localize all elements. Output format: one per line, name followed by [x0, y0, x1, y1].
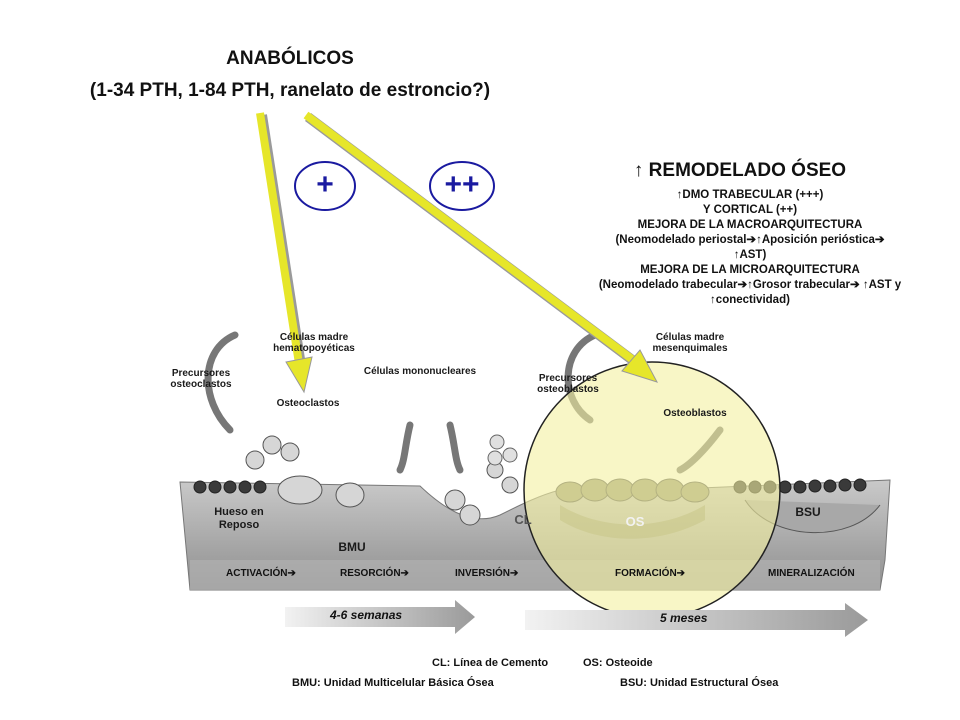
title-line-2: (1-34 PTH, 1-84 PTH, ranelato de estronc…	[89, 80, 491, 101]
plus-circle-right	[429, 161, 495, 211]
remodeling-line: MEJORA DE LA MACROARQUITECTURA	[637, 219, 863, 231]
label-bsu: BSU	[795, 505, 821, 519]
duration-left: 4-6 semanas	[330, 608, 403, 622]
legend-bsu: BSU: Unidad Estructural Ósea	[620, 677, 779, 689]
remodeling-line: Y CORTICAL (++)	[702, 204, 798, 216]
osteoblast-column	[487, 434, 518, 466]
title-line-1: ANABÓLICOS	[226, 48, 354, 69]
phase-formacion: FORMACIÓN➔	[615, 568, 686, 579]
remodeling-line: ↑conectividad)	[710, 294, 790, 306]
label-celulas-madre-mesenquimales: Células madre mesenquimales	[652, 332, 728, 354]
label-osteoblastos: Osteoblastos	[663, 408, 727, 419]
legend-os: OS: Osteoide	[583, 657, 653, 669]
plus-sign-two: ++	[444, 168, 480, 201]
label-cl: CL	[514, 512, 532, 527]
formation-highlight	[523, 361, 781, 619]
phase-activacion: ACTIVACIÓN➔	[226, 568, 296, 579]
duration-right: 5 meses	[660, 611, 708, 625]
label-celulas-madre-hematopoyeticas: Células madre hematopoyéticas	[273, 332, 355, 354]
remodeling-line: MEJORA DE LA MICROARQUITECTURA	[640, 264, 860, 276]
phase-resorcion: RESORCIÓN➔	[340, 568, 409, 579]
remodeling-line: ↑AST)	[733, 249, 767, 261]
plus-circle-left	[294, 161, 356, 211]
label-bmu: BMU	[338, 540, 366, 554]
timeline-arrow-left	[285, 600, 475, 634]
plus-sign-one: +	[316, 168, 334, 201]
phase-inversion: INVERSIÓN➔	[455, 568, 519, 579]
phase-mineralizacion: MINERALIZACIÓN	[768, 568, 855, 579]
label-hueso-en-reposo: Hueso en Reposo	[214, 506, 264, 531]
remodeling-line: (Neomodelado periostal➔↑Aposición periós…	[615, 234, 885, 246]
label-precursores-osteoblastos: Precursores osteoblastos	[537, 373, 599, 395]
label-precursores-osteoclastos: Precursores osteoclastos	[170, 368, 232, 390]
legend-bmu: BMU: Unidad Multicelular Básica Ósea	[292, 677, 494, 689]
yellow-arrows	[256, 111, 659, 394]
remodeling-list: ↑DMO TRABECULAR (+++) Y CORTICAL (++) ME…	[560, 188, 940, 308]
label-osteoclastos: Osteoclastos	[276, 398, 340, 409]
label-celulas-mononucleares: Células mononucleares	[363, 366, 477, 377]
timeline-arrow-right	[525, 603, 868, 637]
osteoclast-cells	[245, 435, 519, 526]
remodeling-title: ↑ REMODELADO ÓSEO	[633, 160, 847, 181]
remodeling-line: (Neomodelado trabecular➔↑Grosor trabecul…	[598, 279, 902, 291]
label-os: OS	[625, 514, 645, 529]
remodeling-line: ↑DMO TRABECULAR (+++)	[676, 189, 824, 201]
legend-cl: CL: Línea de Cemento	[432, 657, 549, 669]
